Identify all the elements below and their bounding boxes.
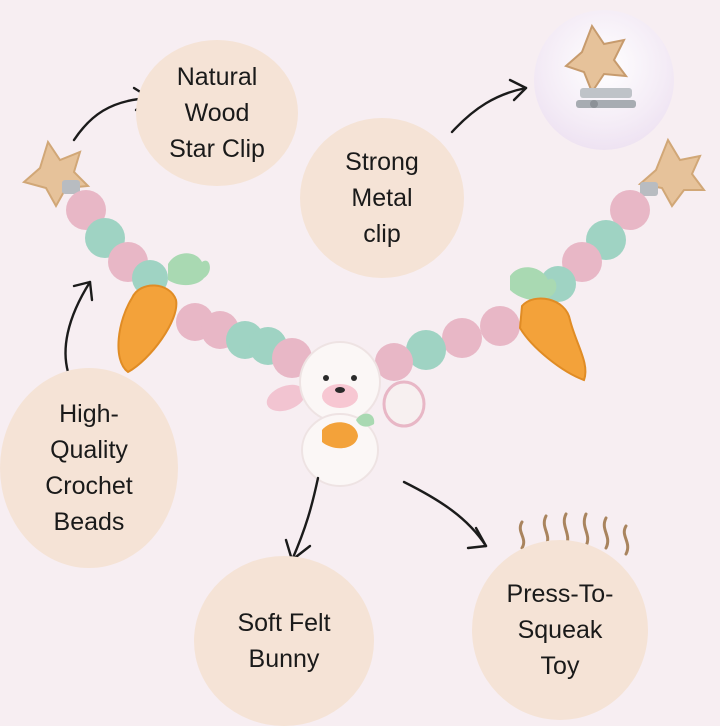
bead-mint <box>406 330 446 370</box>
bunny-line-2: Bunny <box>248 645 320 673</box>
bunny-line-1: Soft Felt <box>237 608 331 637</box>
felt-bunny <box>266 341 426 487</box>
bead-pink <box>562 242 602 282</box>
bunny-muzzle-icon <box>322 384 358 408</box>
beads-line-4: Beads <box>53 508 125 537</box>
bunny-body-icon <box>301 413 379 487</box>
beads-line-2: Quality <box>50 435 128 464</box>
wood-clip-bubble: Natural Wood Star Clip <box>136 40 298 186</box>
bunny-bubble: Soft Felt Bunny <box>194 556 374 726</box>
left-metal-clip-icon <box>62 180 80 194</box>
metal-clip-photo <box>534 10 674 150</box>
bead-pink <box>442 318 482 358</box>
curved-arrow-icon <box>64 280 92 374</box>
wood-clip-line-3: Star Clip <box>169 135 265 164</box>
bunny-nose-icon <box>335 387 345 393</box>
squeak-line-3: Toy <box>540 652 580 681</box>
bead-pink <box>375 343 413 381</box>
left-carrot <box>117 253 210 374</box>
right-star-clip <box>637 137 706 208</box>
metal-clip-line-1: Strong <box>345 147 419 176</box>
wood-clip-line-2: Wood <box>184 98 250 127</box>
bead-pink <box>66 190 106 230</box>
left-carrot-leaves-icon <box>168 253 210 286</box>
curved-arrow-head-icon <box>466 526 488 550</box>
right-bead-strand <box>375 190 650 381</box>
right-wood-star-icon <box>637 137 706 208</box>
squeak-line-1: Press-To- <box>506 579 614 608</box>
metal-clip-line-2: Metal <box>351 183 413 212</box>
right-carrot-body-icon <box>518 297 587 382</box>
left-carrot-body-icon <box>117 284 178 374</box>
right-carrot-leaves-icon <box>510 267 557 301</box>
curved-arrow-icon <box>402 480 488 548</box>
bunny-head-icon <box>299 341 381 423</box>
beads-line-1: High- <box>59 399 119 428</box>
metal-clip-photo-icon <box>564 23 636 108</box>
curved-arrow-head-icon <box>72 280 94 302</box>
curved-arrow-icon <box>450 86 528 134</box>
bunny-eye-icon <box>323 375 329 381</box>
squeak-bubble: Press-To- Squeak Toy <box>472 540 648 720</box>
bunny-eye-icon <box>351 375 357 381</box>
bunny-carrot-leaf-icon <box>356 413 375 427</box>
metal-clip-bubble: Strong Metal clip <box>300 118 464 278</box>
squeak-line-2: Squeak <box>517 615 603 644</box>
curved-arrow-icon <box>290 476 320 562</box>
right-metal-clip-icon <box>640 182 658 196</box>
left-star-clip <box>21 139 91 209</box>
metal-clip-line-3: clip <box>363 220 401 249</box>
clip-top-plate <box>580 88 632 98</box>
beads-bubble: High- Quality Crochet Beads <box>0 368 178 568</box>
left-bead-strand <box>66 190 312 378</box>
curved-arrow-head-icon <box>508 78 528 102</box>
bunny-carrot-icon <box>322 422 358 449</box>
wood-clip-line-1: Natural <box>176 62 258 91</box>
beads-line-3: Crochet <box>45 472 133 500</box>
right-carrot <box>510 267 587 382</box>
bead-pink <box>480 306 520 346</box>
bunny-right-ear-icon <box>382 380 426 428</box>
wood-star-photo <box>564 23 629 95</box>
clip-spring <box>590 100 598 108</box>
bunny-left-ear-icon <box>266 384 306 412</box>
bead-pink <box>610 190 650 230</box>
